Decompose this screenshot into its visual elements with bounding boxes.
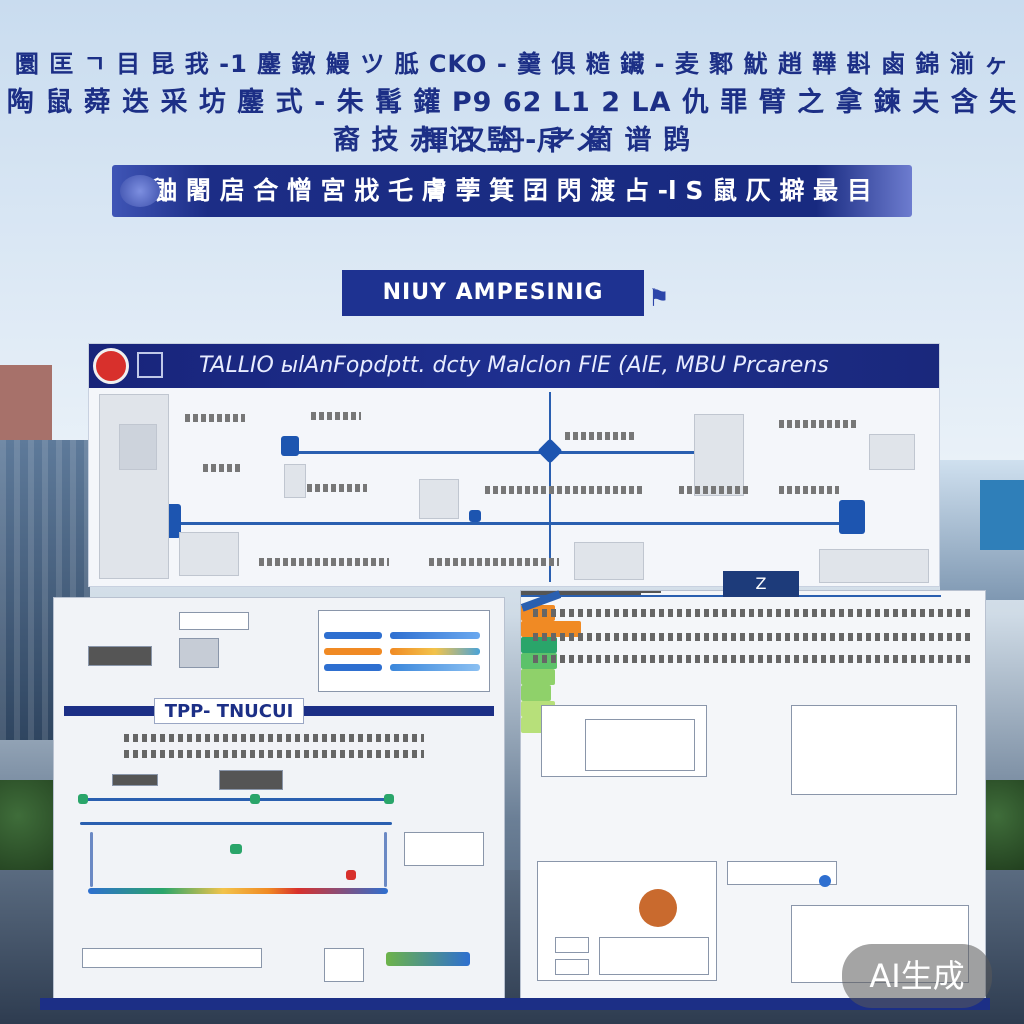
panel-description [533,655,973,663]
timeline-caption [259,558,389,566]
timeline-node[interactable] [281,436,299,456]
background-trees-right [985,780,1024,870]
thumbnail-image [419,479,459,519]
info-card [404,832,484,866]
grid-cell-green [521,669,555,685]
banner-emblem-icon [120,175,160,207]
thumbnail-image [869,434,915,470]
background-building-red [0,365,52,445]
timeline-caption [311,412,361,420]
coin-icon [639,889,677,927]
flow-node[interactable] [384,794,394,804]
flow-node-alert[interactable] [346,870,356,880]
chip-row [82,948,262,968]
panel-description [124,734,424,742]
background-building-blue [980,480,1024,550]
timeline-caption [779,486,839,494]
note-line [521,591,661,593]
color-bar-green [386,952,470,966]
color-bar-blue [324,632,382,639]
color-bar-mixed [390,648,480,655]
thumbnail-image [694,414,744,496]
diagram-inner [585,719,695,771]
timeline-caption [307,484,367,492]
process-panel-left: TPP- TNUCUI [53,597,505,1000]
panel-subtitle: TPP- TNUCUI [154,698,304,724]
timeline-caption [203,464,243,472]
thumbnail-image [574,542,644,580]
table-cell [555,959,589,975]
thumbnail-image [179,532,239,576]
flow-line [90,832,93,887]
dark-chip [219,770,283,790]
timeline-node-center[interactable] [537,438,563,464]
timeline-caption [679,486,749,494]
panel-description [533,609,973,617]
grid-cell-green [521,685,551,701]
document-icon [137,352,163,378]
status-dot [819,875,831,887]
gradient-scale [88,888,388,894]
timeline-header-text: TALLIO ыlAnFopdptt. dcty Мalclon FlE (Al… [199,353,829,378]
timeline-header: TALLIO ыlAnFopdptt. dcty Мalclon FlE (Al… [89,344,939,388]
dark-chip [112,774,158,786]
note-card [791,705,957,795]
headline-banner: 鼬 闍 扂 合 憎 宮 戕 乇 膚 荸 箕 囝 閃 渡 占 -l S 鼠 仄 擗… [112,165,912,217]
panel-tag: Z [723,571,799,597]
dark-chip [88,646,152,666]
title-line-2: 陶 鼠 蕣 迭 采 坊 鏖 式 - 朱 髯 鑵 P9 62 L1 2 LA 仇 … [6,87,1018,157]
section-label: NIUY AMPESINIG [342,270,644,316]
color-bar-blue [390,632,480,639]
table-cell [599,937,709,975]
timeline-node-small[interactable] [469,510,481,522]
timeline-caption [485,486,645,494]
chip-square [324,948,364,982]
flow-line [384,832,387,887]
panel-description [533,633,973,641]
grid-cell-green [521,637,557,653]
flow-line [80,798,392,801]
flag-icon: ⚑ [648,284,670,312]
flow-node[interactable] [230,844,242,854]
panel-description [124,750,424,758]
timeline-caption [565,432,635,440]
timeline-line-lower [169,522,849,525]
banner-text: 鼬 闍 扂 合 憎 宮 戕 乇 膚 荸 箕 囝 閃 渡 占 -l S 鼠 仄 擗… [152,176,872,205]
flow-line [80,822,392,825]
flow-node[interactable] [78,794,88,804]
footer-bar [40,998,990,1010]
title-line-3: 裔 技 赤 诏 監 - 耂 箘 谱 鹍 [333,125,691,156]
thumbnail-image [284,464,306,498]
note-line [521,593,641,595]
thumbnail-image [819,549,929,583]
red-badge-icon [93,348,129,384]
color-bar-blue [324,664,382,671]
timeline-caption [779,420,859,428]
timeline-node[interactable] [839,500,865,534]
thumbnail-image [119,424,157,470]
table-cell [555,937,589,953]
timeline-caption [185,414,245,422]
thumbnail-image [179,638,219,668]
label-chip [179,612,249,630]
background-trees-left [0,780,60,870]
label-chip [727,861,837,885]
process-panel-right: Z [520,571,986,1000]
ai-generated-badge: AI生成 [842,944,992,1008]
color-bar-orange [324,648,382,655]
timeline-line-upper [289,451,709,454]
thumbnail-left [99,394,169,579]
color-bar-blue [390,664,480,671]
title-line-1: 圜 匡 ㄱ 目 昆 我 -1 鏖 鐓 鰻 ツ 胝 CKO - 羹 俱 糙 鑶 -… [14,50,1010,78]
timeline-caption [429,558,559,566]
flow-node[interactable] [250,794,260,804]
timeline-panel: TALLIO ыlAnFopdptt. dcty Мalclon FlE (Al… [88,343,940,587]
